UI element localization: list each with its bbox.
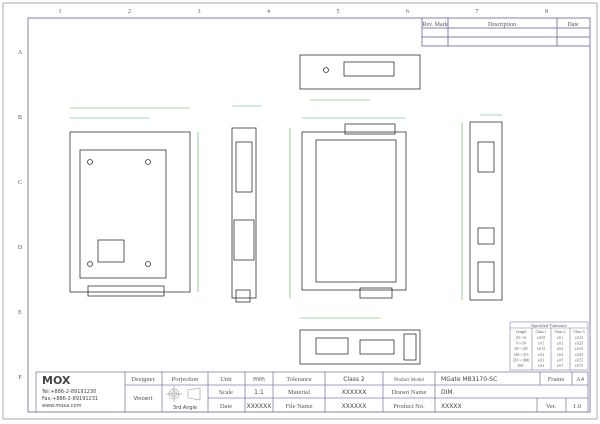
product-model: MGate MB3170-SC (441, 376, 497, 383)
ver-label: Ver. (546, 403, 557, 410)
tolerance-cell: ±0.2 (557, 342, 564, 346)
tolerance-cell: 0.5~<6 (516, 336, 526, 340)
description-header: Description (488, 22, 516, 28)
tolerance-cell: ±0.2 (538, 353, 545, 357)
file-name-label: File Name (285, 403, 312, 410)
tolerance-cell: ±0.45 (575, 353, 583, 357)
column-marker: 5 (337, 9, 340, 15)
column-marker: 4 (267, 9, 270, 15)
tolerance-cell: ±0.1 (557, 336, 564, 340)
column-markers: 1 2 3 4 5 6 7 8 (59, 9, 549, 15)
tolerance-cell: 500~ (517, 364, 524, 368)
material: XXXXXX (342, 389, 367, 396)
fax: Fax:+886-2-89191231 (42, 396, 98, 402)
projection-label: Porjection (172, 376, 199, 383)
row-marker: D (18, 245, 23, 251)
dimension-lines (70, 99, 502, 319)
tolerance-rows: Length Class 1 Class 2 Class 3 0.5~<6 ±0.05 ±0… (513, 330, 585, 368)
designer: Vincent (134, 396, 153, 402)
tolerance-header: Class 1 (535, 330, 546, 334)
side-view (231, 127, 257, 303)
column-marker: 7 (476, 9, 479, 15)
column-marker: 8 (545, 9, 548, 15)
row-marker: F (18, 375, 22, 381)
ver: 1.0 (573, 403, 581, 410)
product-no: XXXXX (441, 403, 462, 410)
company-logo: MOX (42, 374, 71, 387)
bottom-view (299, 329, 421, 365)
material-label: Material (288, 389, 310, 396)
drawn-name: DIM. (441, 389, 455, 396)
tel: Tel:+886-2-89191230 (41, 389, 96, 395)
row-marker: A (18, 50, 23, 56)
column-marker: 2 (128, 9, 131, 15)
tolerance-cell: 120~<315 (514, 353, 529, 357)
revision-table (421, 17, 591, 47)
row-marker: B (18, 115, 22, 121)
outer-border (2, 2, 598, 420)
tolerance-cell: ±0.4 (538, 364, 545, 368)
scale: 1:1 (254, 389, 264, 396)
tolerance-cell: 6~<30 (516, 342, 526, 346)
title-block (35, 371, 589, 413)
website: www.moxa.com (42, 403, 82, 409)
column-marker: 3 (198, 9, 201, 15)
column-marker: 6 (406, 9, 409, 15)
tolerance-cell: ±0.35 (575, 347, 583, 351)
projection: 3rd Angle (173, 405, 197, 411)
tolerance-cell: ±0.3 (557, 347, 564, 351)
unit-label: Unit (220, 376, 232, 383)
tolerance-label: Tolerance (286, 376, 312, 383)
tolerance-header: Length (516, 330, 527, 334)
scale-label: Scale (219, 389, 233, 396)
tolerance-cell: 315~<1000 (513, 358, 530, 362)
tolerance-cell: 30~<120 (515, 347, 528, 351)
tolerance-cell: ±0.15 (575, 336, 583, 340)
product-no-label: Product No. (393, 403, 425, 410)
tolerance-cell: ±0.1 (538, 342, 545, 346)
drawn-name-label: Drawn Name (392, 389, 427, 396)
tolerance-cell: ±0.15 (537, 347, 545, 351)
file-name: XXXXXX (342, 403, 367, 410)
row-markers: A B C D E F (18, 50, 23, 381)
tolerance: Class 2 (343, 376, 365, 383)
tolerance-title: Specified Tolerance (531, 323, 567, 328)
inner-border (27, 17, 591, 413)
rev-mark-header: Rev. Mark (422, 22, 447, 28)
row-marker: E (18, 310, 22, 316)
frame-label: Frame (548, 376, 565, 383)
front-view (301, 123, 407, 299)
tolerance-cell: ±0.7 (557, 364, 564, 368)
product-model-label: Product Model (394, 378, 424, 383)
projection-symbol-icon (166, 386, 201, 402)
tolerance-cell: ±0.25 (575, 342, 583, 346)
frame: A4 (576, 376, 585, 383)
tolerance-cell: ±0.3 (538, 358, 545, 362)
right-side-view (469, 121, 503, 301)
rear-view (69, 131, 191, 297)
date-label: Date (220, 403, 232, 410)
tolerance-header: Class 3 (573, 330, 584, 334)
tolerance-cell: ±0.05 (537, 336, 545, 340)
tolerance-cell: ±0.4 (557, 353, 564, 357)
top-view (299, 54, 421, 90)
tolerance-cell: ±0.75 (575, 364, 583, 368)
tolerance-table (509, 321, 589, 371)
row-marker: C (18, 180, 22, 186)
column-marker: 1 (59, 9, 62, 15)
unit: mm (253, 376, 265, 383)
tolerance-header: Class 2 (554, 330, 565, 334)
designer-label: Designer (131, 376, 155, 383)
tolerance-cell: ±0.5 (557, 358, 564, 362)
tolerance-cell: ±0.55 (575, 358, 583, 362)
date-header: Date (567, 22, 579, 28)
date: XXXXXX (247, 403, 272, 410)
